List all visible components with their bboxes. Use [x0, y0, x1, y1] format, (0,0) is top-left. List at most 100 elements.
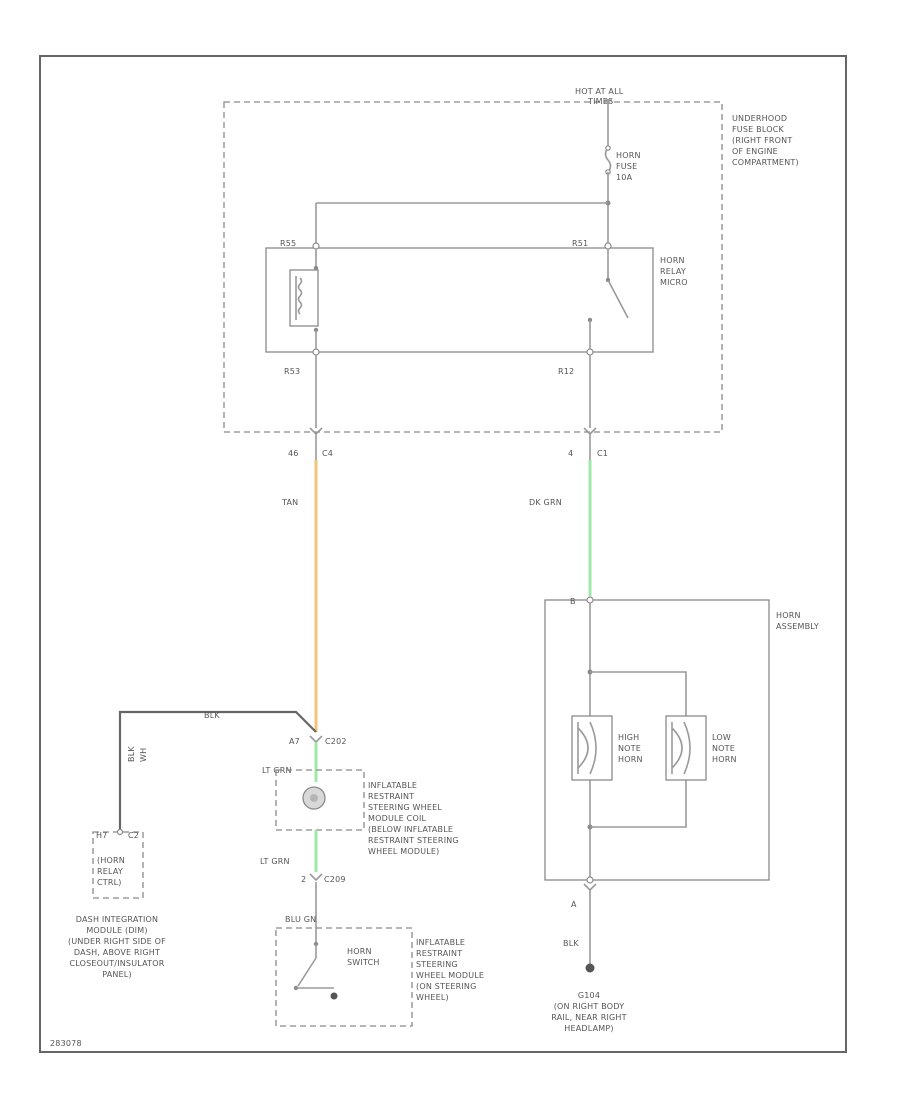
ground-name: G104 — [578, 991, 600, 1000]
connector-c1-pin: 4 — [568, 449, 573, 458]
lt-grn-label-2: LT GRN — [260, 857, 290, 866]
coil-label-3: STEERING WHEEL — [368, 803, 442, 812]
connector-c4-pin: 46 — [288, 449, 299, 458]
fuse-block-title: UNDERHOOD FUSE BLOCK (RIGHT FRONT OF ENG… — [732, 114, 799, 167]
dk-grn-label: DK GRN — [529, 498, 562, 507]
dim-module-label-5: CLOSEOUT/INSULATOR — [69, 959, 164, 968]
fuse-block-title-4: OF ENGINE — [732, 147, 778, 156]
horn-assembly-terminal-bottom — [586, 876, 594, 884]
low-note-horn-label: LOW NOTE HORN — [712, 733, 737, 764]
blu-gn-label: BLU GN — [285, 915, 316, 924]
high-note-label-2: NOTE — [618, 744, 641, 753]
connector-c209-name: C209 — [324, 875, 346, 884]
fuse-label-1: HORN — [616, 151, 641, 160]
dim-module-label-2: MODULE (DIM) — [86, 926, 147, 935]
relay-label-3: MICRO — [660, 278, 688, 287]
coil-label-4: MODULE COIL — [368, 814, 427, 823]
steering-coil-outline — [275, 769, 365, 831]
horn-switch-module-outline — [275, 927, 413, 1027]
power-label-line-1: HOT AT ALL — [575, 87, 624, 96]
low-note-horn — [665, 715, 707, 781]
dim-wire-label-a: BLK — [127, 746, 136, 762]
coil-label-5: (BELOW INFLATABLE — [368, 825, 453, 834]
fuse-label-2: FUSE — [616, 162, 637, 171]
connector-c4-symbol — [309, 427, 323, 436]
relay-coil — [289, 269, 319, 327]
switch-module-label-2: RESTRAINT — [416, 949, 462, 958]
horn-switch-arm — [297, 957, 317, 987]
horn-fuse-symbol — [604, 147, 612, 173]
high-note-horn-icon — [577, 721, 597, 775]
horn-relay-label: HORN RELAY MICRO — [660, 256, 688, 287]
relay-pin-tr: R51 — [572, 239, 588, 248]
high-note-label-3: HORN — [618, 755, 643, 764]
fuse-block-outline — [223, 101, 723, 433]
blk-wire-dim — [118, 710, 317, 832]
fuse-terminal-top — [605, 145, 611, 151]
dim-pin-left: H7 — [96, 831, 108, 840]
ground-location-3: HEADLAMP) — [564, 1024, 613, 1033]
fuse-block-title-3: (RIGHT FRONT — [732, 136, 792, 145]
steering-coil-core — [310, 794, 318, 802]
relay-pin-br: R12 — [558, 367, 574, 376]
low-note-label-2: NOTE — [712, 744, 735, 753]
dim-module-label-1: DASH INTEGRATION — [76, 915, 158, 924]
high-note-horn-label: HIGH NOTE HORN — [618, 733, 643, 764]
connector-c1-symbol — [583, 427, 597, 436]
horn-assembly-pin-bottom: A — [571, 900, 577, 909]
relay-coil-winding — [295, 276, 303, 320]
horn-assembly-label: HORN ASSEMBLY — [776, 611, 819, 631]
blk-wire-upper-label: BLK — [204, 711, 220, 720]
dim-box-label-2: RELAY — [97, 867, 123, 876]
relay-coil-node-top — [313, 265, 319, 271]
figure-id: 283078 — [50, 1039, 82, 1048]
horn-assembly-label-1: HORN — [776, 611, 801, 620]
low-note-horn-icon — [671, 721, 691, 775]
dim-box-label-3: CTRL) — [97, 878, 122, 887]
relay-terminal-tr — [604, 242, 612, 250]
horn-assembly-label-2: ASSEMBLY — [776, 622, 819, 631]
fuse-label-3: 10A — [616, 173, 633, 182]
connector-c1-name: C1 — [597, 449, 608, 458]
horn-assembly-pin-top: B — [570, 597, 576, 606]
horn-assembly-terminal-top — [586, 596, 594, 604]
steering-coil-label: INFLATABLE RESTRAINT STEERING WHEEL MODU… — [368, 781, 459, 856]
ground-label: G104 (ON RIGHT BODY RAIL, NEAR RIGHT HEA… — [551, 991, 626, 1033]
dim-box-label-1: (HORN — [97, 856, 125, 865]
coil-label-2: RESTRAINT — [368, 792, 414, 801]
blk-ground-label: BLK — [563, 939, 579, 948]
switch-module-label-6: WHEEL) — [416, 993, 449, 1002]
relay-switch-arm — [607, 279, 629, 319]
dim-box-label: (HORN RELAY CTRL) — [97, 856, 125, 887]
horn-fuse-label: HORN FUSE 10A — [616, 151, 641, 182]
switch-module-label-1: INFLATABLE — [416, 938, 465, 947]
horn-switch-module-label: INFLATABLE RESTRAINT STEERING WHEEL MODU… — [416, 938, 484, 1002]
coil-label-6: RESTRAINT STEERING — [368, 836, 459, 845]
dim-module-label-6: PANEL) — [102, 970, 132, 979]
relay-label-1: HORN — [660, 256, 685, 265]
coil-label-1: INFLATABLE — [368, 781, 417, 790]
connector-c202-symbol — [309, 735, 323, 744]
relay-pin-tl: R55 — [280, 239, 296, 248]
relay-label-2: RELAY — [660, 267, 686, 276]
g104-ground-icon — [585, 963, 595, 973]
switch-module-label-5: (ON STEERING — [416, 982, 477, 991]
low-note-label-3: HORN — [712, 755, 737, 764]
relay-terminal-br — [586, 348, 594, 356]
ground-location-2: RAIL, NEAR RIGHT — [551, 1013, 626, 1022]
connector-c209-symbol — [309, 873, 323, 882]
fuse-block-title-5: COMPARTMENT) — [732, 158, 799, 167]
low-note-label-1: LOW — [712, 733, 731, 742]
horn-switch-name-2: SWITCH — [347, 958, 380, 967]
high-note-horn — [571, 715, 613, 781]
connector-c4-name: C4 — [322, 449, 333, 458]
connector-c209-pin: 2 — [301, 875, 306, 884]
relay-terminal-bl — [312, 348, 320, 356]
dim-module-label-4: DASH, ABOVE RIGHT — [74, 948, 160, 957]
horn-assembly-connector-bottom — [583, 883, 597, 892]
power-label: HOT AT ALL TIMES — [575, 87, 624, 106]
dim-module-label-3: (UNDER RIGHT SIDE OF — [68, 937, 166, 946]
horn-switch-ground-icon — [330, 992, 338, 1000]
dim-module-label: DASH INTEGRATION MODULE (DIM) (UNDER RIG… — [68, 915, 166, 979]
